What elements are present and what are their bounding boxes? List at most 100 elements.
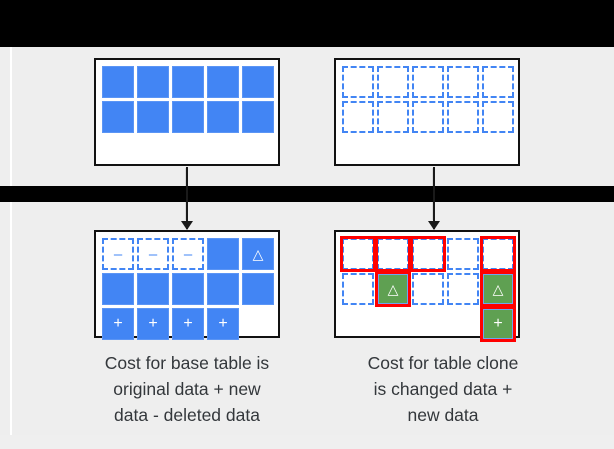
cell-deleted-data: –: [172, 238, 204, 270]
minus-icon: –: [183, 245, 193, 263]
cell-dashed: [447, 273, 479, 305]
cell-solid: [242, 101, 274, 133]
plus-icon: +: [148, 315, 158, 332]
cell-solid: [172, 273, 204, 305]
cell-solid: [102, 66, 134, 98]
cell-solid: [242, 66, 274, 98]
footer-background-band: [0, 435, 614, 449]
arrow-table-clone: [427, 167, 441, 230]
divider-rule-a: [185, 202, 186, 220]
caption-line: Cost for table clone: [367, 353, 519, 373]
bottom-right-table: △ △ +: [334, 230, 520, 342]
cell-placeholder: [447, 308, 479, 340]
divider-rule-b: [185, 168, 186, 186]
table-grid: – – – △ + + + +: [102, 238, 276, 340]
arrow-head-icon: [181, 221, 193, 230]
caption-line: data - deleted data: [114, 405, 260, 425]
bottom-left-table: – – – △ + + + +: [94, 230, 280, 340]
plus-icon: +: [218, 315, 228, 332]
cell-dashed: [412, 66, 444, 98]
cell-dashed: [375, 236, 411, 272]
caption-base-table: Cost for base table is original data + ne…: [62, 350, 312, 428]
minus-icon: –: [148, 245, 158, 263]
caption-line: original data + new: [113, 379, 261, 399]
cell-dashed: [342, 273, 374, 305]
divider-rule-d: [432, 168, 433, 186]
top-right-table: [334, 58, 520, 166]
arrow-shaft: [433, 167, 435, 229]
cell-dashed: [340, 236, 376, 272]
cell-placeholder: [172, 136, 204, 168]
arrow-shaft: [186, 167, 188, 229]
cell-changed-data: △: [375, 271, 411, 307]
cell-new-data: +: [102, 308, 134, 340]
cell-placeholder: [377, 308, 409, 340]
cell-solid: [137, 273, 169, 305]
cell-deleted-data: –: [137, 238, 169, 270]
plus-icon: +: [493, 315, 503, 332]
cell-changed-data: △: [242, 238, 274, 270]
cell-placeholder: [482, 136, 514, 168]
cell-dashed: [412, 101, 444, 133]
cell-solid: [207, 66, 239, 98]
cell-placeholder: [447, 136, 479, 168]
minus-icon: –: [113, 245, 123, 263]
cell-dashed: [447, 66, 479, 98]
cell-dashed: [447, 238, 479, 270]
cell-deleted-data: –: [102, 238, 134, 270]
cell-placeholder: [342, 308, 374, 340]
plus-icon: +: [183, 315, 193, 332]
cell-dashed: [482, 66, 514, 98]
top-black-band: [0, 0, 614, 47]
cell-solid: [172, 66, 204, 98]
middle-black-band: [0, 186, 614, 202]
upper-background-band: [0, 47, 614, 186]
cell-solid: [102, 101, 134, 133]
cell-dashed: [447, 101, 479, 133]
cell-placeholder: [412, 136, 444, 168]
cell-placeholder: [342, 136, 374, 168]
triangle-icon: △: [492, 281, 504, 297]
cell-dashed: [482, 101, 514, 133]
cell-dashed: [377, 101, 409, 133]
divider-rule-c: [432, 202, 433, 220]
cell-dashed: [342, 101, 374, 133]
cell-placeholder: [102, 136, 134, 168]
cell-solid: [207, 238, 239, 270]
caption-line: is changed data +: [373, 379, 513, 399]
cell-dashed: [410, 236, 446, 272]
table-grid: [342, 66, 516, 168]
cell-new-data: +: [480, 306, 516, 342]
arrow-head-icon: [428, 221, 440, 230]
cell-dashed: [412, 273, 444, 305]
cell-new-data: +: [207, 308, 239, 340]
table-grid: [102, 66, 276, 168]
caption-line: Cost for base table is: [104, 353, 270, 373]
cell-placeholder: [137, 136, 169, 168]
cell-dashed: [342, 66, 374, 98]
cell-placeholder: [242, 136, 274, 168]
cell-solid: [102, 273, 134, 305]
cell-placeholder: [377, 136, 409, 168]
cell-placeholder: [242, 308, 274, 340]
triangle-icon: △: [252, 246, 264, 262]
cell-dashed: [480, 236, 516, 272]
left-margin-rule: [10, 47, 12, 186]
cell-new-data: +: [137, 308, 169, 340]
cell-placeholder: [412, 308, 444, 340]
cell-new-data: +: [172, 308, 204, 340]
caption-table-clone: Cost for table clone is changed data + new…: [318, 350, 568, 428]
table-grid: △ △ +: [340, 236, 516, 342]
cell-solid: [207, 101, 239, 133]
cell-dashed: [377, 66, 409, 98]
cell-solid: [242, 273, 274, 305]
triangle-icon: △: [387, 281, 399, 297]
left-margin-rule-lower: [10, 202, 12, 435]
top-left-table: [94, 58, 280, 166]
cell-changed-data: △: [480, 271, 516, 307]
cell-solid: [137, 66, 169, 98]
cell-solid: [172, 101, 204, 133]
plus-icon: +: [113, 315, 123, 332]
cell-placeholder: [207, 136, 239, 168]
caption-line: new data: [407, 405, 479, 425]
